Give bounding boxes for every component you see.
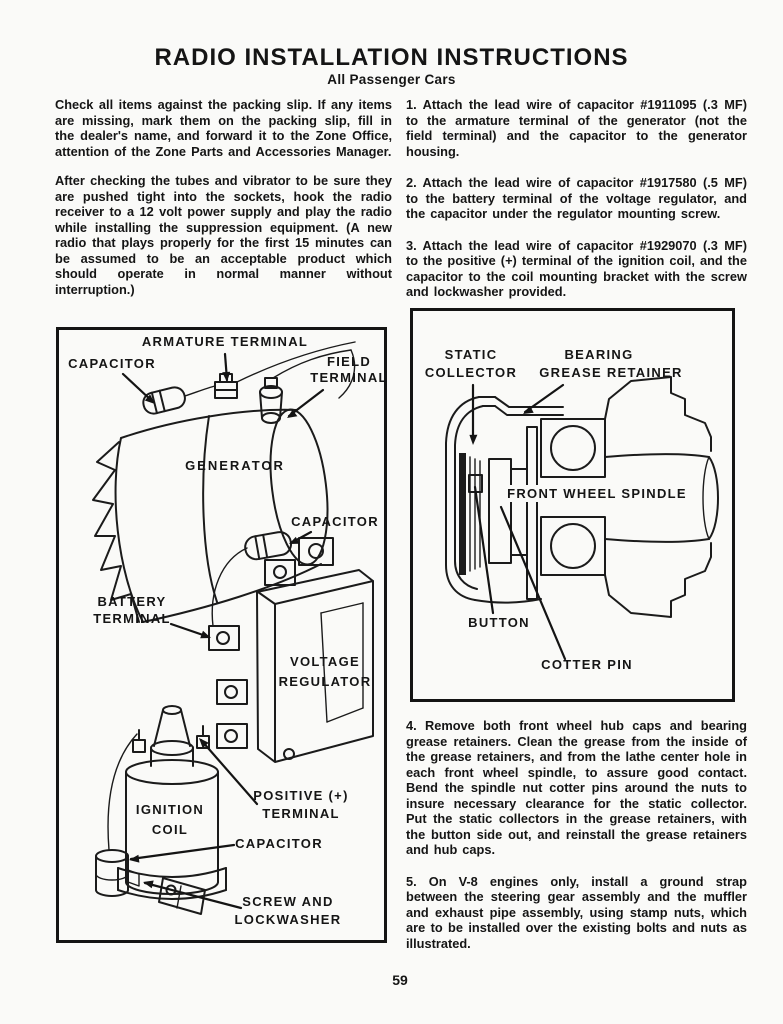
arrowhead	[129, 854, 140, 863]
label-screw-lockwasher: SCREW AND	[242, 894, 333, 909]
intro-column: Check all items against the packing slip…	[55, 97, 392, 311]
label-positive-terminal: POSITIVE (+)	[253, 788, 348, 803]
arrowhead	[289, 536, 300, 544]
voltage-regulator-drawing	[208, 531, 374, 763]
steps-column-lower: 4. Remove both front wheel hub caps and …	[406, 718, 747, 965]
label-backing	[507, 485, 689, 502]
wheel-diagram-svg: STATIC COLLECTOR BEARING GREASE RETAINER…	[425, 347, 719, 672]
leader-line	[499, 505, 567, 661]
label-battery-terminal: BATTERY	[97, 594, 166, 609]
instruction-step: 2. Attach the lead wire of capacitor #19…	[406, 175, 747, 221]
label-capacitor-generator: CAPACITOR	[68, 356, 156, 371]
page-subtitle: All Passenger Cars	[327, 72, 456, 87]
label-voltage-regulator: VOLTAGE	[290, 654, 360, 669]
arrowhead	[144, 394, 155, 404]
page-title: RADIO INSTALLATION INSTRUCTIONS	[154, 44, 629, 71]
label-positive-terminal: TERMINAL	[262, 806, 340, 821]
label-cotter-pin: COTTER PIN	[541, 657, 633, 672]
steps-column-upper: 1. Attach the lead wire of capacitor #19…	[406, 97, 747, 314]
ignition-coil-drawing	[95, 705, 227, 915]
label-field-terminal: TERMINAL	[310, 370, 384, 385]
figure-electrical-suppression: ARMATURE TERMINAL CAPACITOR FIELD TERMIN…	[56, 327, 387, 943]
label-voltage-regulator: REGULATOR	[279, 674, 372, 689]
label-armature-terminal: ARMATURE TERMINAL	[142, 334, 308, 349]
arrowhead	[143, 880, 154, 889]
arrowhead	[523, 405, 534, 414]
label-capacitor-regulator: CAPACITOR	[291, 514, 379, 529]
electrical-diagram-svg: ARMATURE TERMINAL CAPACITOR FIELD TERMIN…	[68, 334, 384, 927]
leader-arrow	[199, 738, 259, 806]
arrowhead	[469, 434, 478, 445]
label-ignition-coil: IGNITION	[136, 802, 204, 817]
leader-line	[473, 485, 495, 615]
intro-paragraph: Check all items against the packing slip…	[55, 97, 392, 159]
label-screw-lockwasher: LOCKWASHER	[235, 912, 342, 927]
page-number: 59	[392, 972, 408, 988]
instruction-step: 3. Attach the lead wire of capacitor #19…	[406, 237, 747, 300]
leader-arrow	[129, 843, 236, 861]
label-generator: GENERATOR	[185, 458, 285, 473]
arrowhead	[200, 630, 211, 639]
arrowhead	[287, 409, 298, 418]
leader-arrow	[287, 388, 325, 418]
label-static-collector: COLLECTOR	[425, 365, 517, 380]
arrowhead	[222, 371, 231, 382]
label-battery-terminal: TERMINAL	[93, 611, 171, 626]
regulator-capacitor-drawing	[244, 531, 293, 561]
intro-paragraph: After checking the tubes and vibrator to…	[55, 173, 392, 297]
figure-wheel-static-collector: STATIC COLLECTOR BEARING GREASE RETAINER…	[410, 308, 735, 702]
instruction-step: 5. On V-8 engines only, install a ground…	[406, 873, 747, 951]
leader-arrow	[523, 383, 565, 414]
wheel-hub-drawing	[445, 376, 719, 618]
leader-arrow	[143, 881, 243, 910]
label-button: BUTTON	[468, 615, 530, 630]
label-ignition-coil: COIL	[152, 822, 188, 837]
generator-drawing	[92, 341, 356, 623]
instruction-step: 1. Attach the lead wire of capacitor #19…	[406, 97, 747, 159]
label-static-collector: STATIC	[445, 347, 498, 362]
arrowhead	[199, 738, 209, 749]
label-capacitor-coil: CAPACITOR	[235, 836, 323, 851]
label-field-terminal: FIELD	[327, 354, 371, 369]
label-front-wheel-spindle: FRONT WHEEL SPINDLE	[507, 486, 687, 501]
label-bearing-grease-retainer: BEARING	[564, 347, 633, 362]
label-bearing-grease-retainer: GREASE RETAINER	[539, 365, 683, 380]
instruction-step: 4. Remove both front wheel hub caps and …	[406, 718, 747, 857]
